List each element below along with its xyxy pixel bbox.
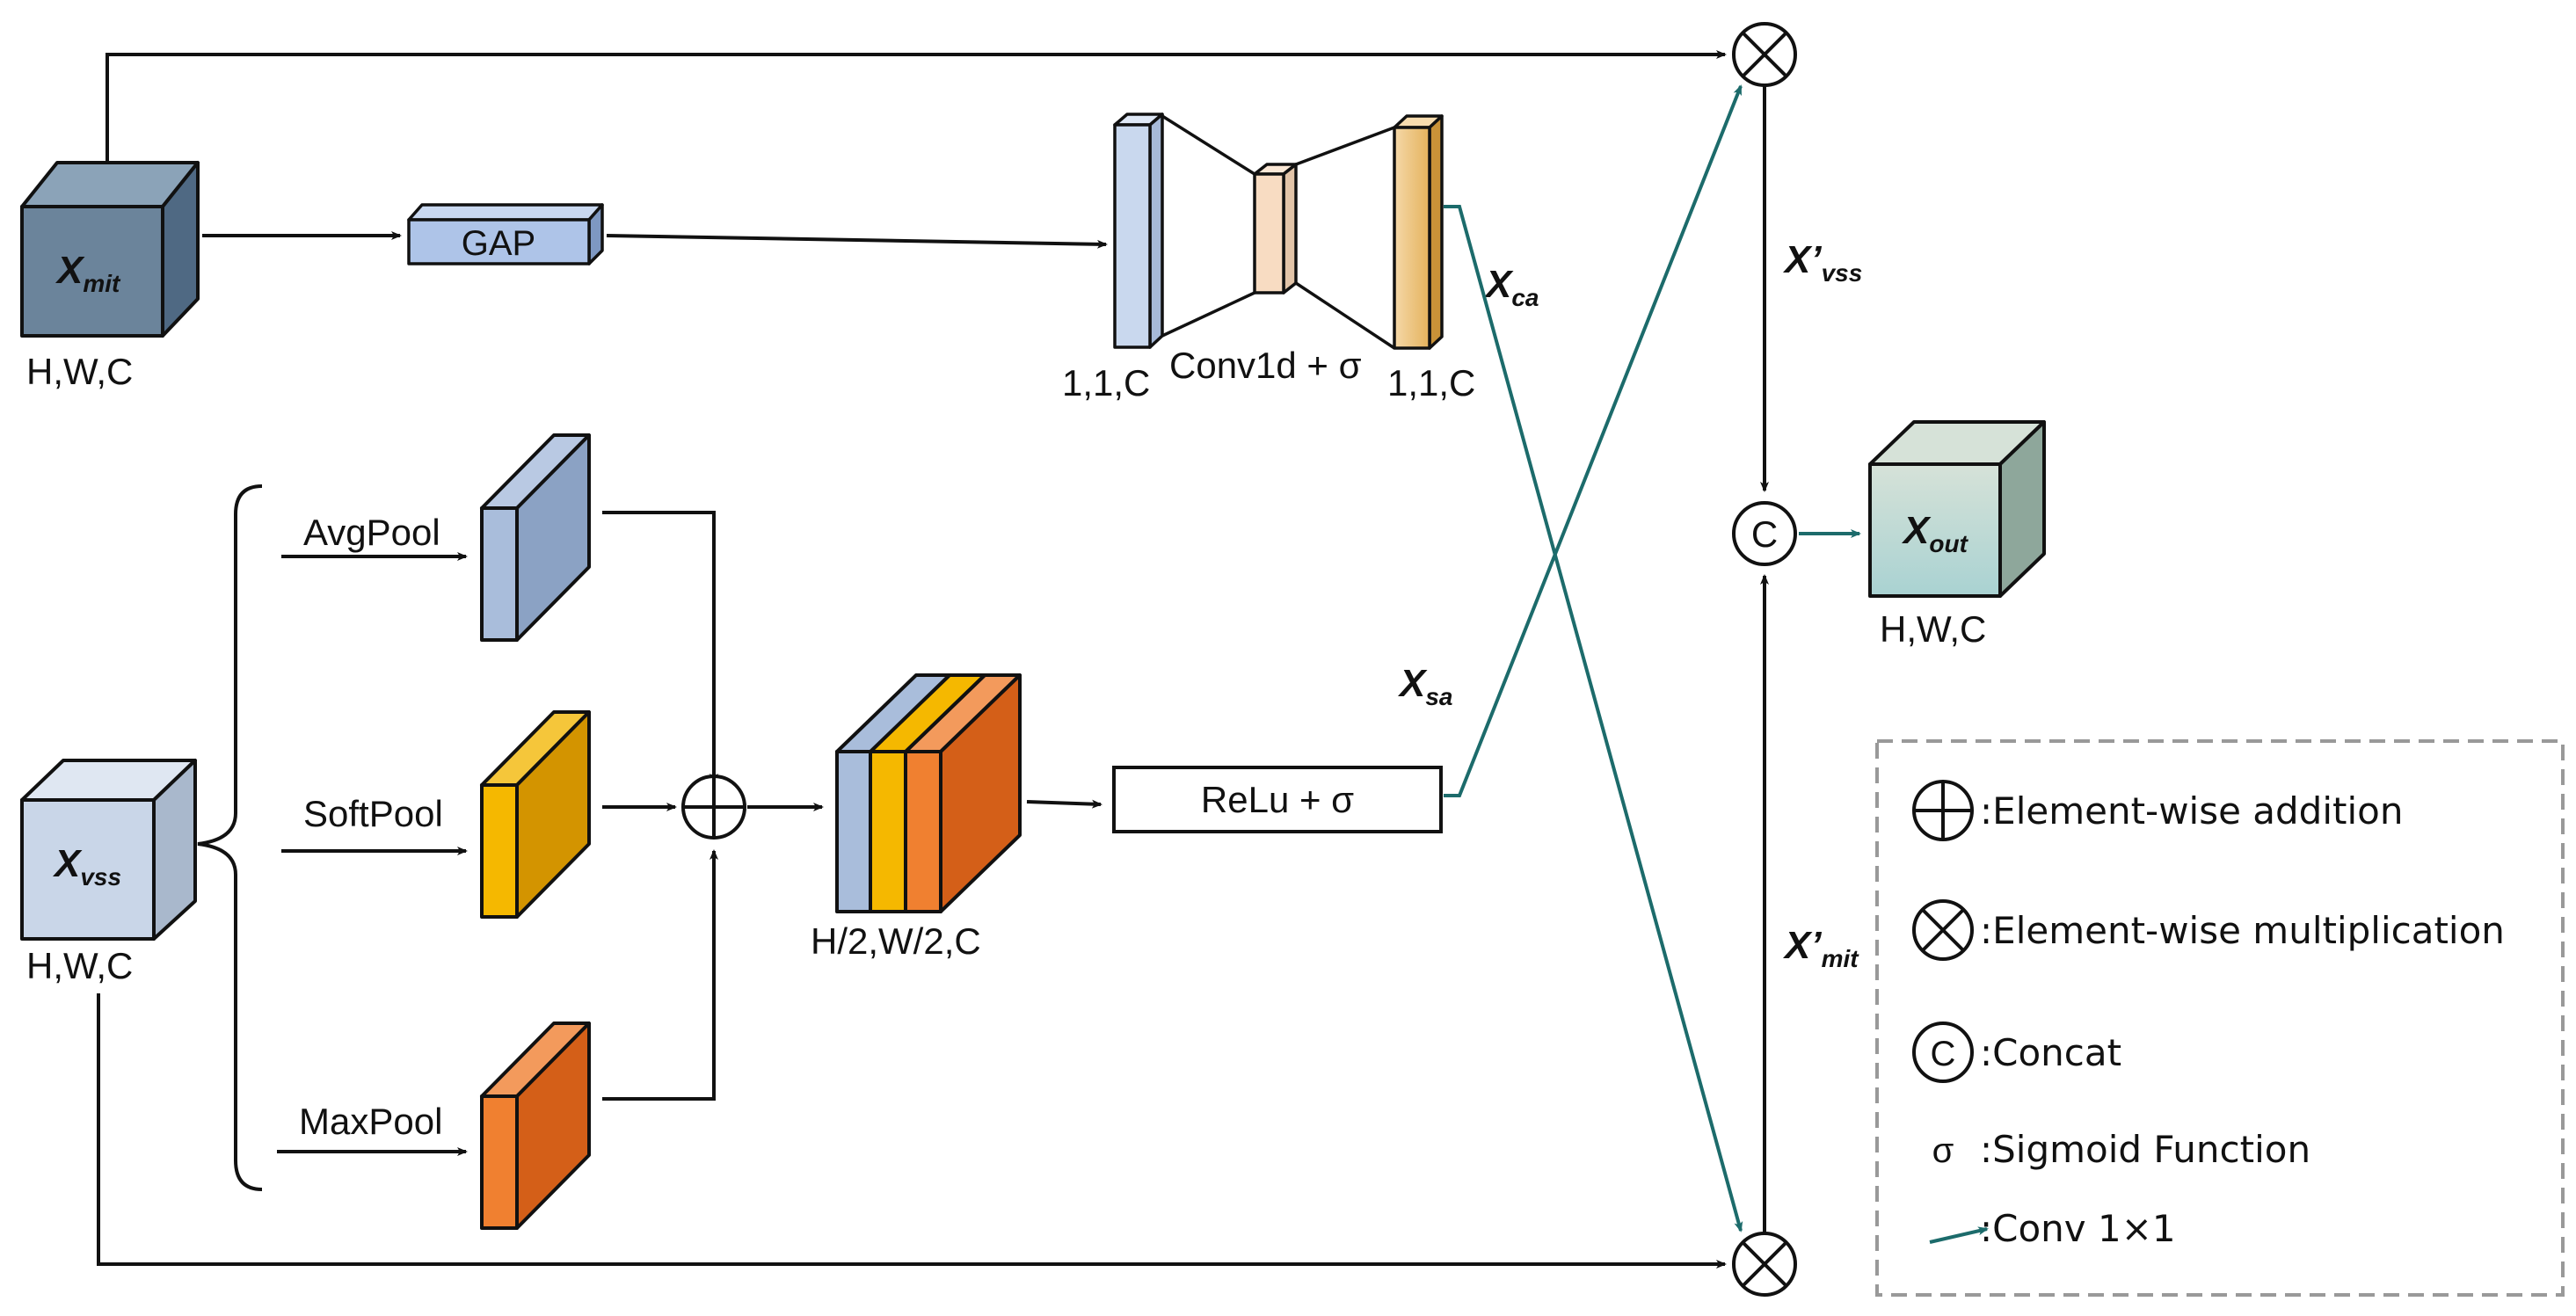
x-out-label: Xout (1901, 509, 1969, 557)
avgpool-feature (480, 433, 591, 642)
conv1d-block (1113, 113, 1444, 350)
x-vss-cube (20, 759, 197, 941)
arrow-gap-conv (606, 234, 1108, 249)
x-mit-cube (20, 161, 200, 338)
legend-concat-text: :Concat (1980, 1031, 2121, 1074)
x-out-shape: H,W,C (1880, 608, 1986, 650)
conv-in-shape: 1,1,C (1062, 362, 1150, 404)
gap-box (407, 203, 604, 265)
x-vss-prime-label: X’vss (1782, 238, 1862, 287)
svg-text:C: C (1751, 513, 1778, 555)
arrow-max-add (602, 849, 718, 1101)
legend-addition-text: :Element-wise addition (1980, 789, 2403, 832)
conv1x1-arrow-sa (1444, 84, 1743, 797)
x-mit-prime-label: X’mit (1782, 924, 1859, 972)
arrow-mit-mul (106, 50, 1727, 163)
x-ca-label: Xca (1483, 263, 1539, 311)
legend-multiplication-text: :Element-wise multiplication (1980, 909, 2505, 952)
legend: :Element-wise addition :Element-wise mul… (1875, 739, 2565, 1297)
legend-sigma-text: :Sigmoid Function (1980, 1128, 2310, 1171)
x-out-cube (1868, 420, 2046, 598)
legend-concat-icon: C (1912, 1022, 1974, 1083)
x-mit-shape: H,W,C (26, 351, 133, 392)
bottom-multiplication-op (1732, 1232, 1797, 1297)
conv1x1-arrow-ca (1444, 205, 1743, 1232)
x-mit-label: Xmit (55, 249, 121, 297)
element-wise-addition-op (681, 774, 746, 840)
legend-addition-icon (1912, 780, 1974, 841)
arrow-vss-mul (97, 993, 1727, 1269)
top-multiplication-op (1732, 22, 1797, 87)
softpool-feature (480, 710, 591, 919)
maxpool-label: MaxPool (299, 1101, 442, 1142)
legend-conv-text: :Conv 1×1 (1980, 1207, 2176, 1250)
branch-brace (197, 484, 263, 1191)
maxpool-feature (480, 1022, 591, 1230)
conv1d-label: Conv1d + σ (1169, 345, 1362, 386)
concat-op: C (1732, 501, 1797, 566)
legend-sigma-icon: σ (1932, 1131, 1954, 1170)
legend-multiplication-icon (1912, 899, 1974, 961)
x-vss-shape: H,W,C (26, 945, 133, 986)
x-sa-label: Xsa (1397, 662, 1453, 710)
avgpool-label: AvgPool (303, 512, 440, 553)
legend-conv-arrow-icon (1929, 1226, 1989, 1244)
stack-shape: H/2,W/2,C (811, 920, 981, 962)
arrow-avg-add (602, 511, 718, 784)
arrow-stack-relu (1026, 799, 1102, 809)
x-vss-label: Xvss (52, 842, 121, 891)
svg-text:C: C (1931, 1035, 1956, 1073)
conv-out-shape: 1,1,C (1387, 362, 1475, 404)
relu-box (1112, 766, 1443, 833)
relu-label: ReLu + σ (1201, 779, 1354, 820)
stacked-features (835, 673, 1022, 913)
gap-label: GAP (462, 224, 535, 263)
softpool-label: SoftPool (303, 793, 443, 834)
